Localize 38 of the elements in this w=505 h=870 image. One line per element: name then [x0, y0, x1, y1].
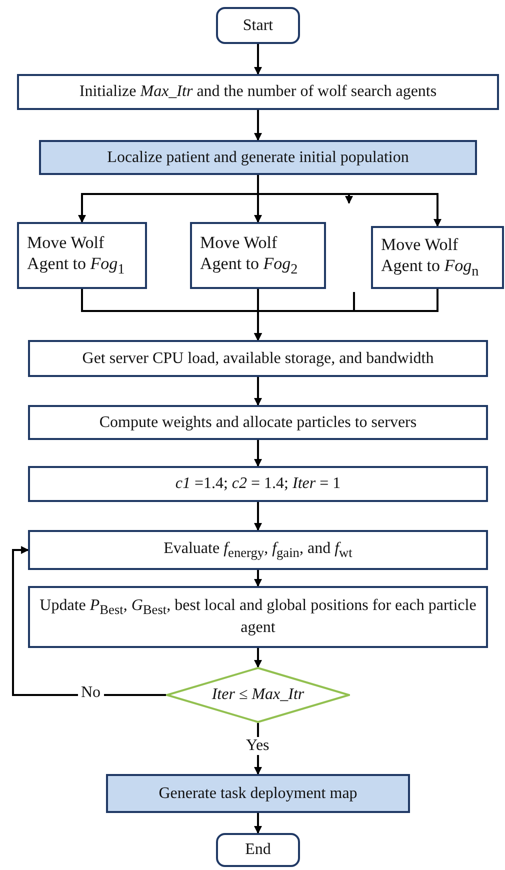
arrow [254, 502, 262, 531]
node-text: c1 =1.4; c2 = 1.4; Iter = 1 [175, 474, 341, 494]
process-box [28, 340, 488, 377]
node-text: End [245, 840, 271, 860]
arrow [254, 570, 262, 587]
node-text: Iter ≤ Max_Itr [212, 685, 304, 705]
node-text: Initialize Max_Itr and the number of wolf search agents [79, 82, 437, 102]
process-box [28, 530, 488, 570]
arrow [254, 377, 262, 406]
arrow [254, 44, 262, 75]
process-box [17, 222, 147, 289]
node-text: Move Wolf Agent to Fog$_{2}$ [200, 233, 299, 278]
process-box [190, 222, 326, 289]
terminal-box [216, 7, 300, 44]
node-text: Compute weights and allocate particles to servers [99, 412, 417, 432]
process-box [371, 226, 504, 289]
arrow [254, 813, 262, 834]
node-text: Update P$_{Best}$, G$_{Best}$, best local and global positions for each particle agent [38, 596, 478, 638]
terminal-box [216, 833, 300, 867]
node-text: Start [242, 16, 274, 36]
arrow [254, 440, 262, 467]
process-box [28, 586, 488, 648]
arrow [254, 110, 262, 141]
node-text: Evaluate f$_{energy}$, f$_{gain}$, and f$_{wt}$ [164, 538, 352, 562]
process-box [28, 466, 488, 502]
node-text: Move Wolf Agent to Fog$_{1}$ [27, 233, 126, 278]
node-text: Localize patient and generate initial population [107, 148, 409, 168]
node-text: Get server CPU load, available storage, and bandwidth [82, 348, 434, 368]
decision-diamond [166, 667, 350, 723]
arrow [12, 546, 166, 696]
node-text: Generate task deployment map [158, 784, 358, 804]
arrow [254, 289, 438, 341]
process-box [28, 405, 488, 440]
process-box [39, 140, 477, 175]
process-box [17, 74, 499, 110]
process-box [106, 774, 410, 813]
node-text: Move Wolf Agent to Fog$_{n}$ [381, 235, 480, 280]
arrow [254, 648, 262, 668]
